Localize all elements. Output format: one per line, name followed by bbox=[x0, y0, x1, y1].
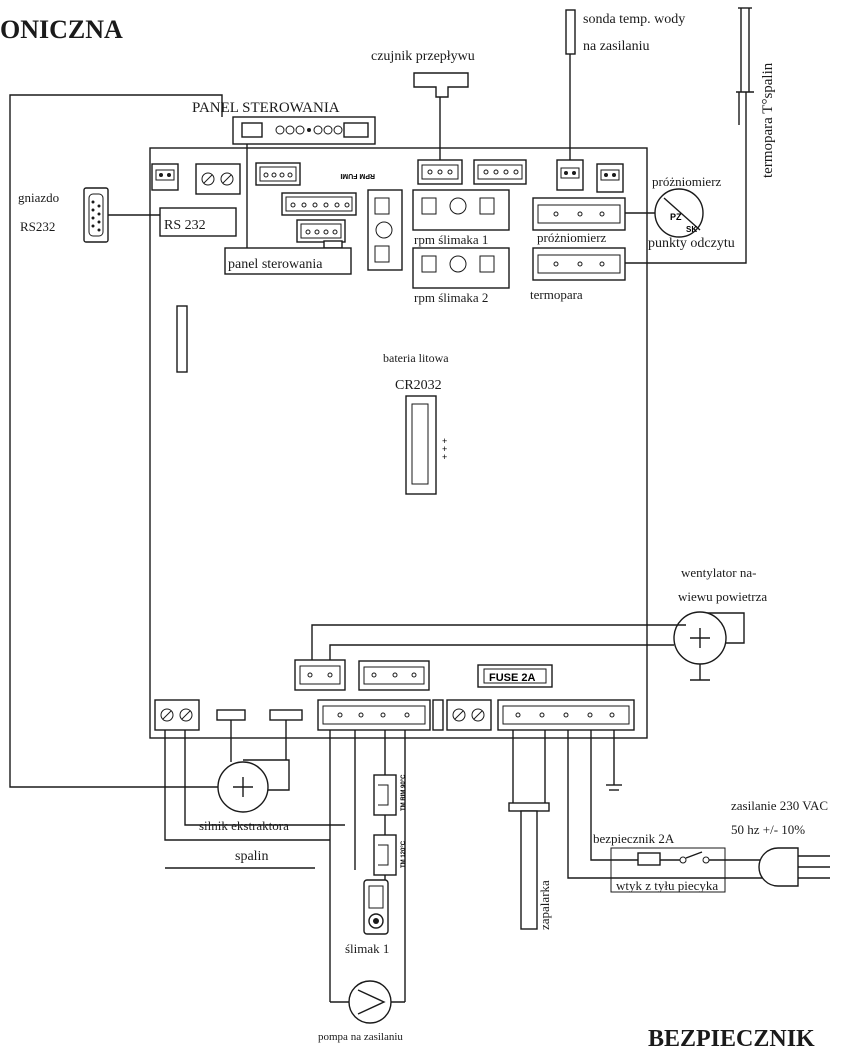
wentylator-label-2: wiewu powietrza bbox=[678, 589, 767, 604]
connector-2pin-fan bbox=[294, 659, 346, 691]
silnik-label-1: silnik ekstraktora bbox=[199, 818, 289, 833]
rpm-slimaka-1-connector bbox=[412, 189, 510, 231]
panel-sterowania-box bbox=[224, 247, 352, 275]
zasilanie-label-2: 50 hz +/- 10% bbox=[731, 822, 805, 837]
switch-icon bbox=[679, 851, 710, 864]
rpm-fumi-connector bbox=[367, 189, 403, 271]
fuse-label: FUSE 2A bbox=[489, 672, 536, 684]
zasilanie-label-1: zasilanie 230 VAC bbox=[731, 798, 828, 813]
thermostat-90 bbox=[373, 774, 397, 816]
connector-3pin-flow bbox=[417, 159, 463, 185]
prozniomierz-connector bbox=[532, 197, 626, 231]
board-slot bbox=[176, 305, 188, 373]
panel-sterowania-box-label: panel sterowania bbox=[228, 257, 323, 272]
bateria-label-2: CR2032 bbox=[395, 378, 442, 393]
rpm-slimaka-2-label: rpm ślimaka 2 bbox=[414, 290, 488, 305]
thermostat-120 bbox=[373, 834, 397, 876]
svg-text:+: + bbox=[442, 444, 447, 454]
sonda-probe bbox=[565, 9, 576, 55]
left-loop-wire bbox=[9, 94, 225, 788]
prozniomierz-label: próżniomierz bbox=[652, 174, 722, 189]
fuse-2a bbox=[477, 664, 553, 688]
termopara-label: termopara bbox=[530, 287, 583, 302]
connector-6pin bbox=[281, 192, 357, 216]
auger-motor-icon bbox=[363, 879, 389, 935]
tm-90-label: TM RIM 90°C bbox=[401, 774, 407, 811]
bottom-title-fragment: BEZPIECZNIK bbox=[648, 1026, 815, 1046]
rpm-slimaka-1-label: rpm ślimaka 1 bbox=[414, 232, 488, 247]
panel-sterowania-display bbox=[232, 116, 376, 145]
connector-4pin-a bbox=[255, 162, 301, 186]
zapalarka-label: zapalarka bbox=[537, 880, 552, 930]
tm-120-label: TM 120°C bbox=[401, 840, 407, 868]
bateria-label-1: bateria litowa bbox=[383, 351, 449, 365]
thermocouple-probe bbox=[736, 7, 754, 258]
wtyk-label: wtyk z tyłu piecyka bbox=[616, 878, 718, 893]
vacuum-gauge-icon: PZ SK bbox=[654, 188, 704, 238]
bezpiecznik-2a-label: bezpiecznik 2A bbox=[593, 831, 675, 846]
punkty-odczytu-label: punkty odczytu bbox=[648, 236, 735, 251]
svg-text:SK: SK bbox=[686, 225, 697, 234]
gniazdo-label-2: RS232 bbox=[20, 219, 55, 234]
connector-4pin-b bbox=[296, 219, 346, 249]
jumper-a bbox=[216, 709, 246, 721]
connector-6pin-power bbox=[497, 699, 635, 731]
wentylator-label-1: wentylator na- bbox=[681, 565, 756, 580]
panel-sterowania-top-label: PANEL STEROWANIA bbox=[192, 100, 340, 116]
svg-text:+: + bbox=[442, 452, 447, 462]
title-fragment: ONICZNA bbox=[0, 15, 123, 44]
rpm-fumi-label: RPM FUMI bbox=[340, 172, 375, 179]
wtyk-box bbox=[610, 847, 726, 893]
connector-2pin-b bbox=[596, 163, 624, 193]
supply-fan-icon bbox=[673, 611, 745, 681]
sonda-label-2: na zasilaniu bbox=[583, 39, 649, 54]
svg-text:+: + bbox=[442, 436, 447, 446]
pump-icon bbox=[348, 980, 392, 1024]
termopara-connector bbox=[532, 247, 626, 281]
connector-4pin-c bbox=[473, 159, 527, 185]
czujnik-przeplywu-label: czujnik przepływu bbox=[371, 49, 475, 64]
silnik-label-2: spalin bbox=[235, 849, 268, 864]
jumper-b bbox=[269, 709, 303, 721]
plug-icon bbox=[758, 847, 830, 887]
connector-5pin-auger bbox=[317, 699, 431, 731]
flow-sensor-icon bbox=[413, 72, 469, 160]
rpm-slimaka-2-connector bbox=[412, 247, 510, 289]
gniazdo-label-1: gniazdo bbox=[18, 190, 59, 205]
connector-2pin-sonda bbox=[556, 159, 584, 191]
small-jumper bbox=[432, 699, 444, 731]
fuse-2a-external bbox=[637, 852, 661, 866]
slimak-1-label: ślimak 1 bbox=[345, 941, 389, 956]
screw-terminal-a bbox=[195, 163, 241, 195]
db9-socket bbox=[83, 187, 109, 243]
connector-2pin-a bbox=[151, 163, 179, 191]
screw-terminal-motor bbox=[154, 699, 200, 731]
exhaust-fan-icon bbox=[217, 759, 290, 813]
rs232-box bbox=[159, 207, 237, 237]
svg-text:PZ: PZ bbox=[670, 212, 682, 222]
battery-holder: + + + bbox=[405, 395, 447, 495]
ground-symbol bbox=[606, 730, 622, 791]
screw-terminal-b bbox=[446, 699, 492, 731]
igniter-icon bbox=[508, 802, 550, 930]
connector-3pin-lower bbox=[358, 660, 430, 691]
sonda-label-1: sonda temp. wody bbox=[583, 12, 685, 27]
termopara-spalin-label: termopara T°spalin bbox=[760, 62, 776, 178]
prozniomierz-connector-label: próżniomierz bbox=[537, 230, 607, 245]
pompa-label: pompa na zasilaniu bbox=[318, 1031, 403, 1043]
rs232-box-label: RS 232 bbox=[164, 218, 206, 233]
